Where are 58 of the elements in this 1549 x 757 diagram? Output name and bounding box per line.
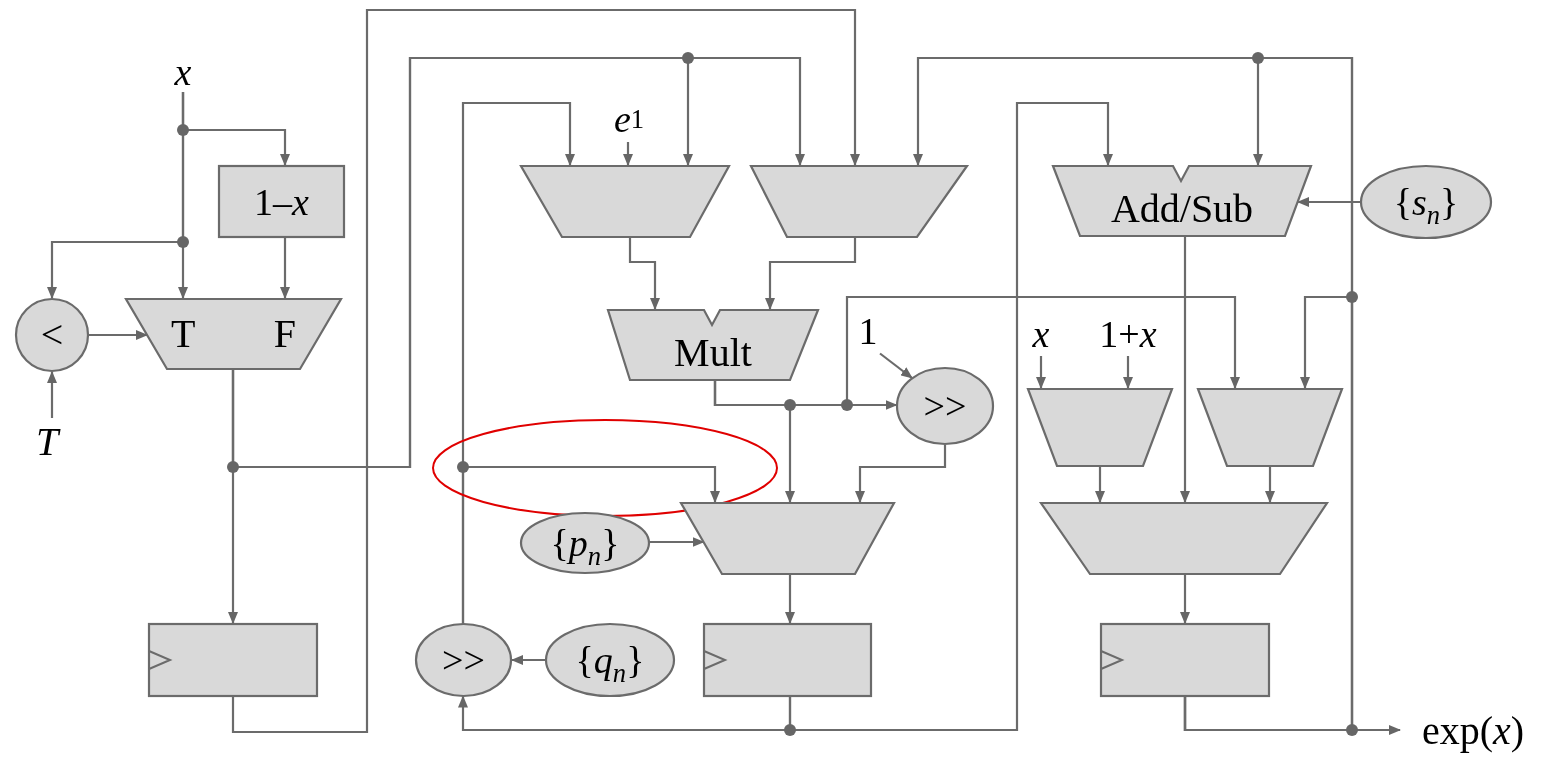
operator-ellipse	[545, 623, 675, 697]
register-block	[1100, 623, 1270, 697]
signal-arrow	[713, 295, 1240, 407]
operator-ellipse	[896, 367, 994, 445]
signal-arrow	[511, 655, 545, 665]
signal-arrow	[1297, 197, 1360, 207]
signal-label: x	[168, 52, 198, 92]
node-label: T	[171, 314, 196, 354]
signal-arrow	[461, 465, 720, 624]
signal-arrow	[47, 92, 185, 299]
signal-arrow	[1180, 575, 1190, 624]
arithmetic-unit	[607, 309, 819, 381]
node-label: Mult	[674, 333, 752, 373]
node-label: >>	[923, 387, 967, 425]
node-label: F	[273, 314, 296, 354]
operator-ellipse	[1360, 165, 1492, 239]
signal-arrow	[785, 575, 795, 624]
signal-arrow	[855, 445, 947, 503]
multiplexer-shape	[125, 298, 342, 370]
signal-label: 1+x	[1083, 312, 1173, 356]
signal-label: exp(x)	[1400, 705, 1546, 755]
multiplexer-shape	[520, 165, 730, 238]
multiplexer-shape	[1197, 388, 1343, 467]
signal-arrow	[458, 695, 792, 732]
register-block	[148, 623, 318, 697]
signal-arrow	[879, 352, 913, 379]
signal-arrow	[628, 238, 660, 310]
signal-arrow	[89, 330, 148, 340]
signal-arrow	[1265, 467, 1275, 503]
operator-ellipse	[415, 623, 512, 697]
signal-arrow	[765, 238, 857, 310]
signal-arrow	[1095, 467, 1105, 503]
signal-arrow	[231, 56, 805, 469]
signal-label: T	[29, 418, 65, 464]
multiplexer-shape	[680, 502, 895, 575]
signal-arrow	[47, 371, 57, 418]
signal-arrow	[623, 142, 633, 166]
signal-arrow	[1183, 295, 1354, 732]
node-label: Add/Sub	[1110, 189, 1254, 229]
multiplexer-shape	[1027, 388, 1173, 467]
signal-label: 1	[855, 308, 881, 354]
node-label: <	[40, 315, 64, 355]
signal-label: x	[1026, 312, 1056, 356]
signal-arrow	[1180, 237, 1190, 503]
signal-arrow	[1123, 356, 1133, 389]
signal-arrow	[231, 8, 860, 734]
signal-arrow	[1036, 356, 1046, 389]
multiplexer-shape	[1040, 502, 1328, 575]
node-label: >>	[442, 641, 485, 679]
signal-arrow	[280, 238, 290, 299]
signal-arrow	[649, 537, 705, 547]
node-label: 1–x	[254, 182, 309, 221]
register-block	[703, 623, 872, 697]
operator-ellipse	[15, 298, 89, 372]
operator-ellipse	[520, 512, 650, 574]
arithmetic-unit	[1052, 165, 1312, 237]
function-box	[218, 165, 345, 238]
multiplexer-shape	[750, 165, 968, 238]
